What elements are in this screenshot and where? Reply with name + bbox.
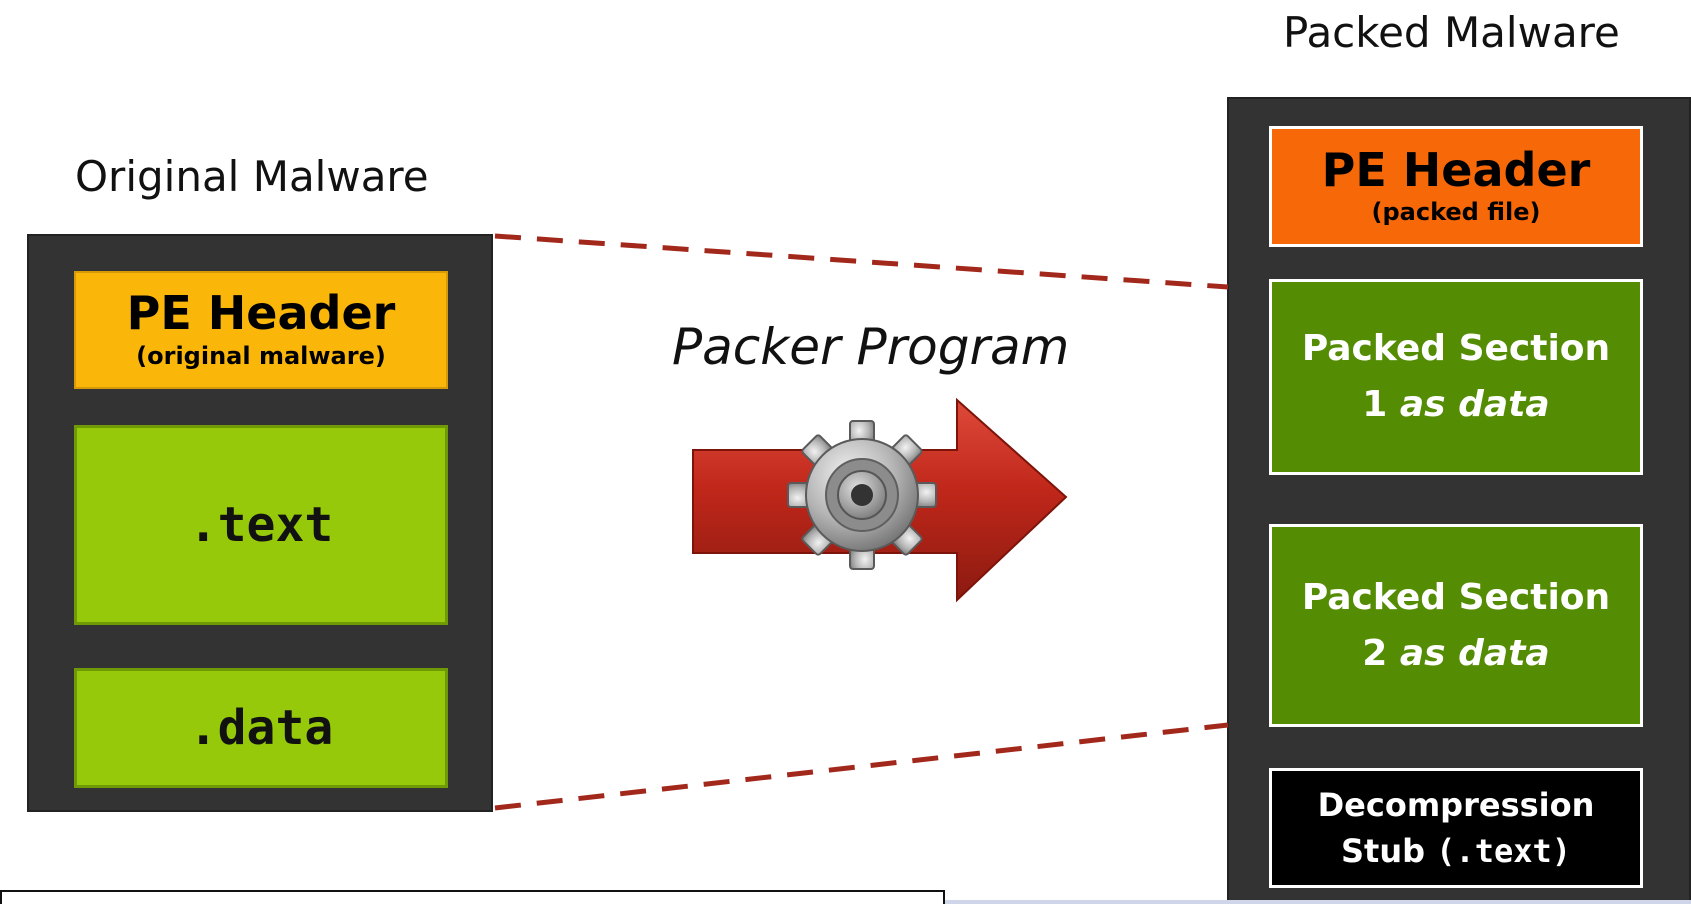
packed-section-1-number: 1 bbox=[1362, 384, 1388, 425]
packed-section-2-as-data: as data bbox=[1399, 632, 1550, 674]
packed-malware-container: PE Header (packed file) Packed Section 1… bbox=[1227, 97, 1691, 904]
data-section-label: .data bbox=[188, 700, 334, 756]
packed-pe-header: PE Header (packed file) bbox=[1269, 126, 1643, 247]
dashed-line-bottom bbox=[494, 722, 1229, 811]
packed-pe-header-subtitle: (packed file) bbox=[1371, 198, 1541, 227]
decompression-stub-word: Stub bbox=[1340, 832, 1426, 870]
packed-section-2: Packed Section 2 as data bbox=[1269, 524, 1643, 727]
packer-program-label: Packer Program bbox=[672, 318, 1070, 376]
packed-section-1-as-data: as data bbox=[1399, 384, 1550, 425]
bottom-divider bbox=[945, 900, 1691, 904]
decompression-stub: Decompression Stub (.text) bbox=[1269, 768, 1643, 888]
decompression-stub-title: Decompression bbox=[1317, 785, 1595, 824]
packed-section-1-title: Packed Section bbox=[1301, 328, 1611, 370]
bottom-panel-edge bbox=[0, 890, 945, 904]
packed-pe-header-title: PE Header bbox=[1321, 142, 1591, 197]
original-malware-title: Original Malware bbox=[75, 152, 429, 201]
original-malware-container: PE Header (original malware) .text .data bbox=[27, 234, 493, 812]
packed-section-1: Packed Section 1 as data bbox=[1269, 279, 1643, 475]
gear-icon bbox=[787, 420, 937, 570]
packed-malware-title: Packed Malware bbox=[1283, 8, 1620, 57]
original-data-section: .data bbox=[74, 668, 448, 788]
original-pe-header-title: PE Header bbox=[126, 286, 396, 341]
text-section-label: .text bbox=[188, 497, 334, 553]
original-pe-header-subtitle: (original malware) bbox=[136, 341, 386, 370]
packed-section-2-number: 2 bbox=[1362, 632, 1388, 674]
packed-section-2-title: Packed Section bbox=[1301, 576, 1611, 618]
original-text-section: .text bbox=[74, 425, 448, 625]
dashed-line-top bbox=[494, 233, 1229, 290]
original-pe-header: PE Header (original malware) bbox=[74, 271, 448, 389]
decompression-stub-mono: (.text) bbox=[1436, 832, 1572, 870]
